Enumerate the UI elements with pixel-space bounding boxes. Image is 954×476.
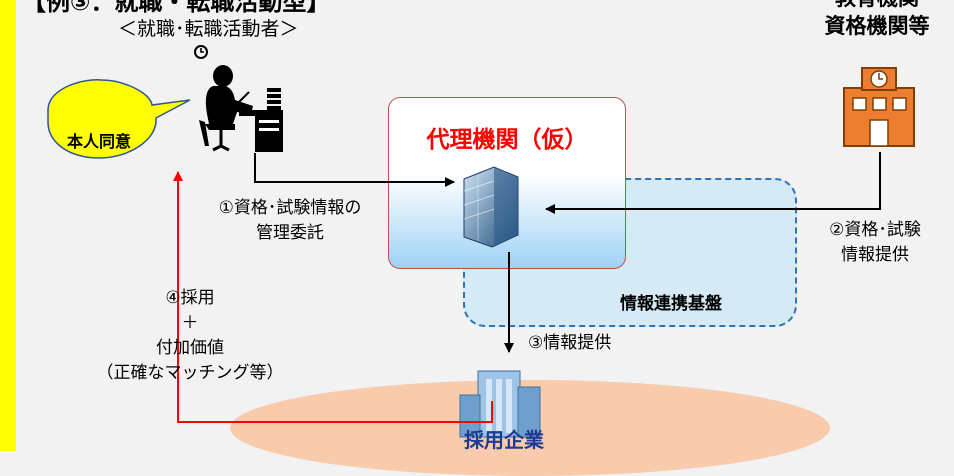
diagram-title: 【例③：就職・転職活動型】 xyxy=(22,0,331,16)
company-label: 採用企業 xyxy=(464,428,544,452)
institution-label-line2: 資格機関等 xyxy=(824,14,930,38)
step4-label-line4: （正確なマッチング等） xyxy=(96,363,284,383)
clock-icon xyxy=(194,45,208,59)
consent-bubble xyxy=(47,79,191,159)
job-seeker-label: ＜就職･転職活動者＞ xyxy=(118,18,299,40)
step1-label-line2: 管理委託 xyxy=(256,223,324,243)
company-building-icon xyxy=(459,370,541,438)
side-accent-bar xyxy=(0,0,16,451)
institution-label-line1: 教育機関 xyxy=(802,0,952,12)
school-building-icon xyxy=(843,67,915,147)
arrow-step1 xyxy=(254,153,455,187)
step4-label-line1: ④採用 xyxy=(165,288,215,308)
consent-label: 本人同意 xyxy=(66,132,131,151)
arrow-step2 xyxy=(545,152,881,214)
step1-label-line1: ①資格･試験情報の xyxy=(218,198,362,218)
step1-label: ①資格･試験情報の 管理委託 xyxy=(185,196,395,246)
step2-label-line2: 情報提供 xyxy=(841,245,909,265)
office-tower-icon xyxy=(463,166,519,248)
step4-label: ④採用 ＋ 付加価値 （正確なマッチング等） xyxy=(55,286,325,386)
arrow-step4 xyxy=(173,171,493,423)
step4-label-line2: ＋ xyxy=(181,313,199,333)
agency-label: 代理機関（仮） xyxy=(426,127,588,153)
step2-label-line1: ②資格･試験 xyxy=(829,220,921,240)
step3-label: ③情報提供 xyxy=(528,333,612,353)
person-at-desk-icon xyxy=(199,65,283,152)
info-platform-label: 情報連携基盤 xyxy=(620,294,722,314)
step2-label: ②資格･試験 情報提供 xyxy=(800,218,950,268)
flow-arrows xyxy=(173,152,881,423)
step4-label-line3: 付加価値 xyxy=(156,338,224,358)
institution-label: 教育機関 資格機関等 xyxy=(802,0,952,40)
